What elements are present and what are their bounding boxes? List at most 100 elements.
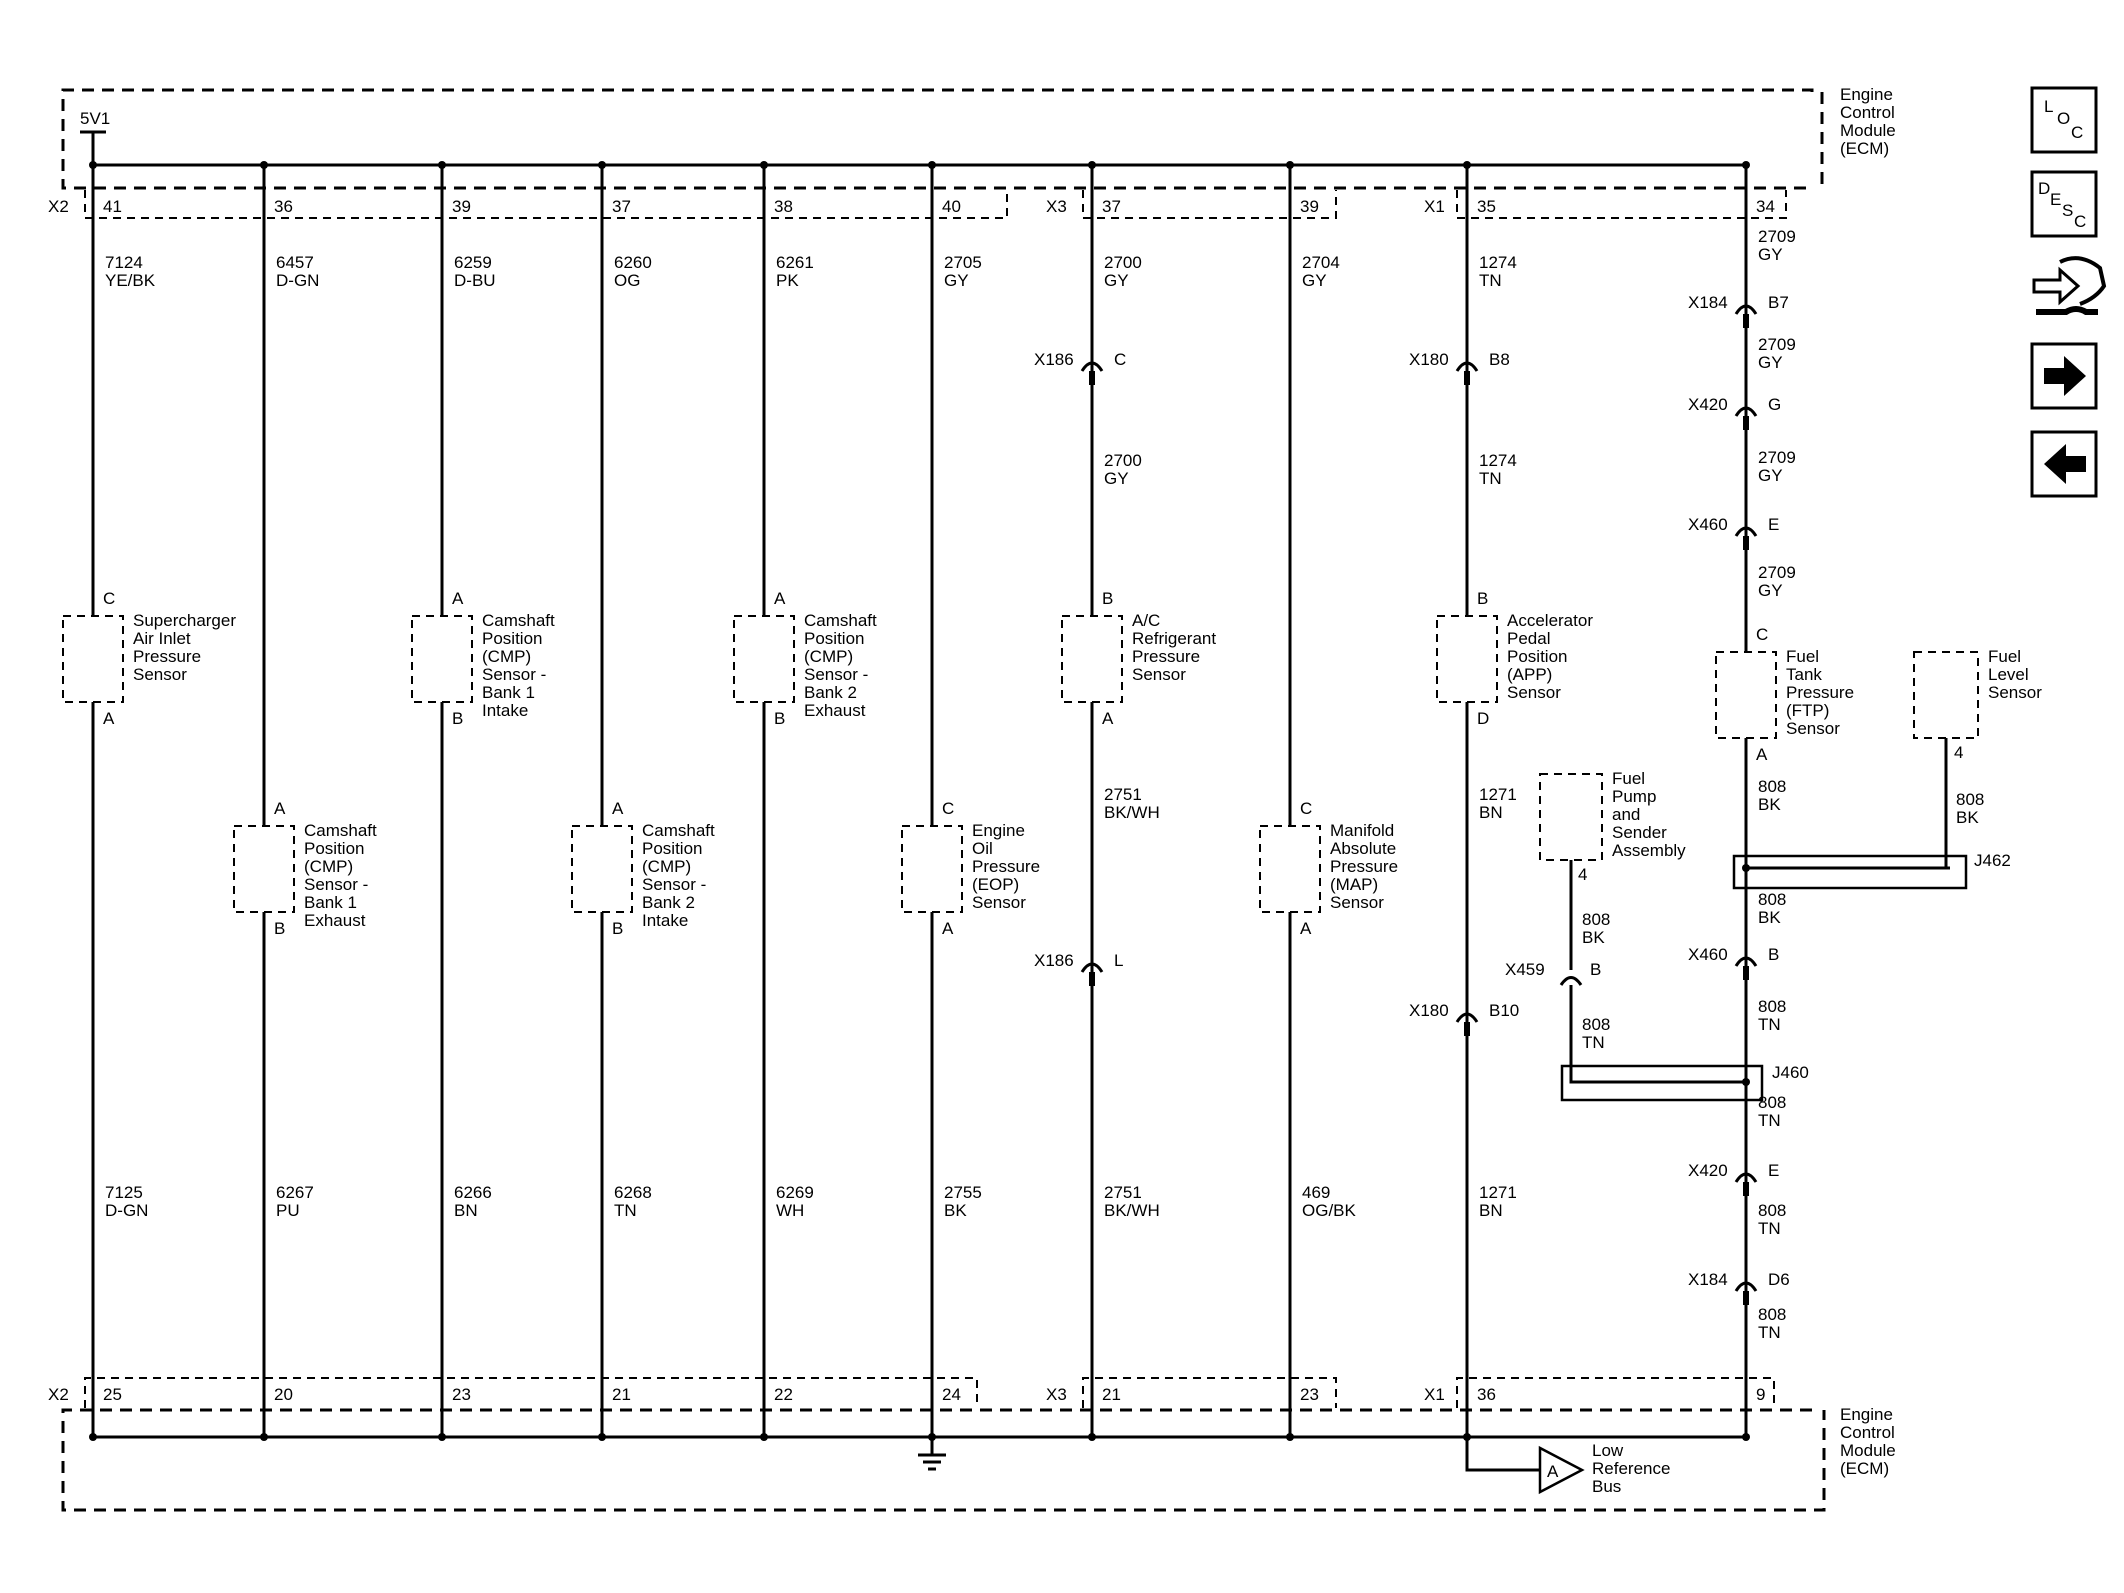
x459-connector: X459 [1505, 960, 1545, 979]
desc-letter-d: D [2038, 179, 2050, 198]
inline-top-arc [1080, 361, 1104, 372]
inline-5-pin-label: D6 [1768, 1270, 1790, 1289]
inline-bottom-pin-label: L [1114, 951, 1123, 970]
nav-toolbar: L O C D E S C [2030, 86, 2107, 498]
inline-top-pin-label: B8 [1489, 350, 1510, 369]
sensor-pin-bottom: A [1756, 745, 1768, 764]
connector-wrench-icon[interactable] [2032, 256, 2107, 315]
fuel-pump-pin: 4 [1578, 865, 1587, 884]
inline-bottom-arc [1080, 962, 1104, 973]
sensor-pin-top: A [452, 589, 464, 608]
sensor-box [901, 825, 963, 913]
ecm-pin-top: 39 [1300, 197, 1319, 216]
sensor-box [1715, 651, 1777, 739]
inline-top-arc [1455, 361, 1479, 372]
inline-5-connector: X184 [1688, 1270, 1728, 1289]
sensor-box [411, 615, 473, 703]
x1-top-connector: X1 [1424, 197, 1445, 216]
inline-3-pin-label: B [1768, 945, 1779, 964]
splice-j462-label: J462 [1974, 851, 2011, 870]
sensor-pin-top: B [1477, 589, 1488, 608]
ecm-pin-top: 37 [1102, 197, 1121, 216]
ground-symbol [918, 1437, 946, 1471]
inline-bottom-pin-label: B10 [1489, 1001, 1519, 1020]
ecm-pin-bottom: 21 [612, 1385, 631, 1404]
ecm-pin-bottom: 21 [1102, 1385, 1121, 1404]
sensor-pin-bottom: D [1477, 709, 1489, 728]
sensor-box [571, 825, 633, 913]
sensor-pin-top: C [103, 589, 115, 608]
ecm-pin-top: 37 [612, 197, 631, 216]
sensor-pin-top: C [1756, 625, 1768, 644]
inline-0-pin-label: B7 [1768, 293, 1789, 312]
inline-2-pin-label: E [1768, 515, 1779, 534]
x2-bottom-connector: X2 [48, 1385, 69, 1404]
arrow-left-icon [2044, 444, 2086, 484]
next-page-button[interactable] [2030, 342, 2098, 410]
ecm-pin-bottom: 9 [1756, 1385, 1765, 1404]
ecm-pin-bottom: 24 [942, 1385, 961, 1404]
splice-j460-label: J460 [1772, 1063, 1809, 1082]
inline-1-arc [1734, 406, 1758, 417]
sensor-pin-top: A [774, 589, 786, 608]
inline-bottom-arc [1455, 1012, 1479, 1023]
power-bus: 5V1 [80, 109, 1744, 167]
sensor-pin-bottom: A [942, 919, 954, 938]
ecm-pin-top: 34 [1756, 197, 1775, 216]
inline-bottom-connector: X180 [1409, 1001, 1449, 1020]
inline-2-connector: X460 [1688, 515, 1728, 534]
ecm-pin-bottom: 22 [774, 1385, 793, 1404]
fuel-level-pin: 4 [1954, 743, 1963, 762]
loc-letter-l: L [2044, 97, 2053, 116]
inline-3-arc [1734, 956, 1758, 967]
sensor-pin-bottom: B [452, 709, 463, 728]
splice-j460: J460 [1560, 1063, 1809, 1102]
ecm-pin-bottom: 36 [1477, 1385, 1496, 1404]
location-button[interactable]: L O C [2030, 86, 2098, 154]
description-button[interactable]: D E S C [2030, 170, 2098, 238]
sensor-box [1436, 615, 1498, 703]
inline-4-pin-label: E [1768, 1161, 1779, 1180]
sensor-box [1061, 615, 1123, 703]
ecm-pin-bottom: 20 [274, 1385, 293, 1404]
previous-page-button[interactable] [2030, 430, 2098, 498]
ecm-pin-top: 39 [452, 197, 471, 216]
sensor-box [733, 615, 795, 703]
